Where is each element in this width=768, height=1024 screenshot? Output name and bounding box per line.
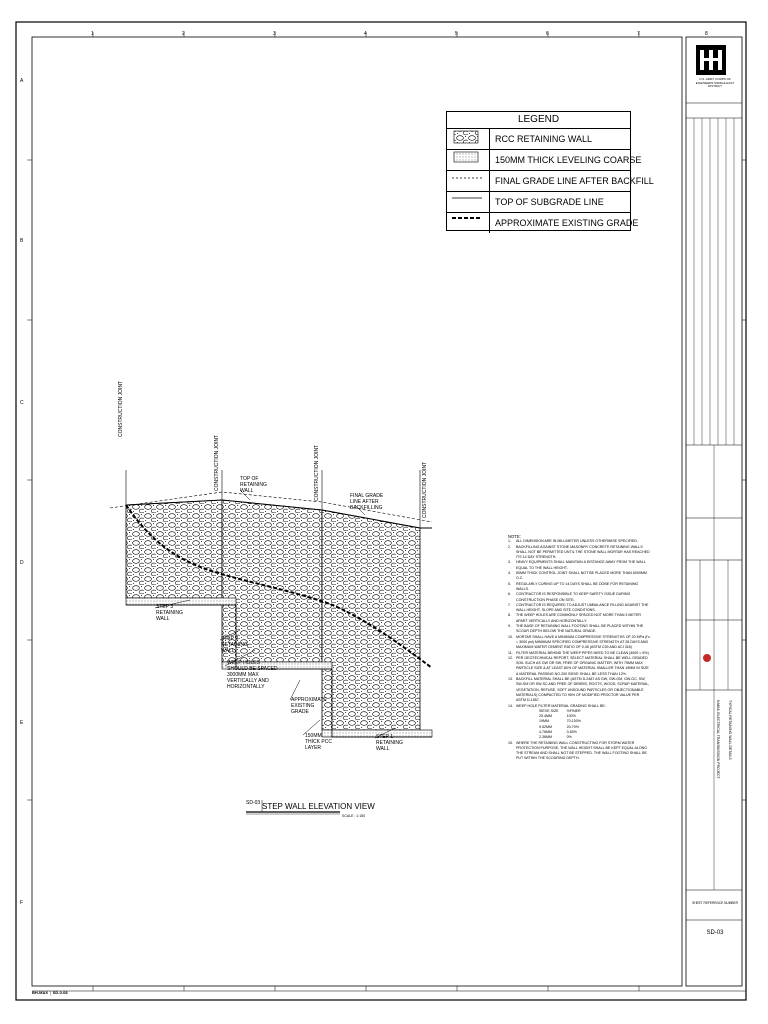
notes-heading: NOTE: [508,534,521,539]
grid-row-c: C [20,400,24,406]
legend-symbol-cell [447,171,490,191]
legend-symbol-leveling [453,151,479,163]
grid-row-e: E [20,720,24,726]
legend-symbol-cell [447,213,490,233]
note-item: 3.HEAVY EQUIPMENTS SHALL MAINTAIN A DIST… [508,560,646,570]
final-grade-line [109,491,433,523]
legend-row-existing-grade: APPROXIMATE EXISTING GRADE [447,213,638,233]
outer-border [15,21,747,1001]
construction-joint-label-2: CONSTRUCTION JOINT [214,434,220,491]
note-item: 13.BACKFILL MATERIAL SHALL BE (ASTM D-24… [508,677,650,703]
legend-symbol-rcc [453,130,479,144]
leveling-label: 150MM THICK PCC LAYER [305,733,332,751]
footer-tag: BH-MAX │ SD-0-08 [32,990,68,995]
note-item: 2.BACKFILLING AGAINST STONE MASONRY CONC… [508,544,650,560]
grid-col-3: 3 [273,31,276,37]
agency-name: U.S. ARMY CORPS OF ENGINEERS MIDDLE EAST… [695,77,735,89]
note-item: 1.ALL DIMENSION ARE IN MILLIMETER UNLESS… [508,539,639,544]
note-item: 10.MORTAR SHALL HAVE A MINIMUM COMPRESSI… [508,634,650,650]
leader-lines [154,489,396,739]
note-item: 8.THE WEEP HOLES ARE COMMONLY SPACED NOT… [508,613,642,623]
rcc-wall-step1 [321,509,421,731]
top-of-wall-label: TOP OF RETAINING WALL [240,476,267,494]
legend-row-subgrade: TOP OF SUBGRADE LINE [447,192,630,213]
step1-label: STEP 1 RETAINING WALL [376,734,403,752]
grid-row-b: B [20,238,24,244]
construction-joint-label-4: CONSTRUCTION JOINT [422,461,428,518]
grid-col-4: 4 [364,31,367,37]
note-item: 15.WHERE THE RETAINING WALL CONSTRUCTING… [508,740,648,761]
grid-ticks [27,32,746,991]
sheet-id: SD-03 [706,930,724,936]
note-item: 6.CONTRACTOR IS RESPONSIBLE TO KEEP SAFE… [508,592,631,602]
step3-label: STEP 3 RETAINING WALL [156,604,183,622]
note-item: 5.REGULARLY CURING UP TO 14 DAYS SHALL B… [508,581,639,591]
grid-col-8: 8 [705,31,708,37]
legend-symbol-cell [447,129,490,149]
project-name: KABUL ELECTRICAL TRANSMISSION PROJECT [716,700,720,779]
legend-title: LEGEND [447,112,630,129]
grid-row-a: A [20,78,24,84]
legend-box: LEGEND RCC RETAINING WALL 150MM THICK LE… [446,111,654,233]
step-wall-elevation [109,470,433,815]
existing-grade-label: APPROXIMATE EXISTING GRADE [291,697,327,715]
general-notes: NOTE: 1.ALL DIMENSION ARE IN MILLIMETER … [508,534,650,762]
grid-row-f: F [20,900,24,906]
drawing-scale: SCALE : 1:150 [342,814,366,818]
legend-row-final-grade: FINAL GRADE LINE AFTER BACKFILL [447,171,654,192]
grid-col-1: 1 [91,31,94,37]
usace-logo-icon [696,45,726,75]
sheet-drawing-title: TYPICAL RETAINING WALL DETAILS [728,700,732,760]
legend-label: RCC RETAINING WALL [495,134,593,144]
existing-grade-line [125,504,433,669]
legend-label: FINAL GRADE LINE AFTER BACKFILL [495,176,654,186]
legend-label: 150MM THICK LEVELING COARSE [495,155,642,165]
construction-joint-label-3: CONSTRUCTION JOINT [314,444,320,501]
note-item: 11.FILTER MATERIAL BEHIND THE WEEP PIPES… [508,650,649,655]
legend-label: TOP OF SUBGRADE LINE [495,197,604,207]
step2-label: STEP 2 RETAINING WALL [221,636,248,654]
note-item: 7.CONTRACTOR IS REQUIRED TO ADJUST UNBAL… [508,602,649,613]
note-item: 14.WEEP HOLE FILTER MATERIAL GRADING SHA… [508,703,606,708]
note-item: 12.PER GEOTECHNICAL REPORT, SELECT MATER… [508,655,649,676]
construction-joint-label-1: CONSTRUCTION JOINT [118,380,124,437]
grid-col-7: 7 [637,31,640,37]
grid-col-5: 5 [455,31,458,37]
weep-holes-label: WEEP HOLES SHOULD BE SPACED 3000MM MAX V… [227,660,278,690]
note-item: 4.50MM THICK CONTROL JOINT SHALL NOT BE … [508,571,647,581]
grid-row-d: D [20,560,24,566]
final-grade-label: FINAL GRADE LINE AFTER BACKFILLING [350,493,384,511]
sheet-reference-label: SHEET REFERENCE NUMBER [692,901,738,905]
grid-col-2: 2 [182,31,185,37]
legend-label: APPROXIMATE EXISTING GRADE [495,218,639,228]
legend-symbol-cell [447,150,490,170]
note-item: 9.THE BASE OF RETAINING WALL FOOTING SHA… [508,624,644,634]
detail-id: SD-03 [246,800,261,806]
legend-row-leveling: 150MM THICK LEVELING COARSE [447,150,641,171]
title-block [685,36,743,987]
engineer-seal-icon [703,654,711,662]
inner-border [31,36,683,987]
legend-symbol-cell [447,192,490,212]
table-row: SIEVE SIZE%FINER [539,708,581,713]
legend-symbols [452,130,482,219]
grid-col-6: 6 [546,31,549,37]
legend-row-rcc: RCC RETAINING WALL [447,129,630,150]
drawing-title: STEP WALL ELEVATION VIEW [262,802,375,811]
top-of-subgrade-line [126,604,432,738]
rcc-wall-step3 [125,499,223,599]
